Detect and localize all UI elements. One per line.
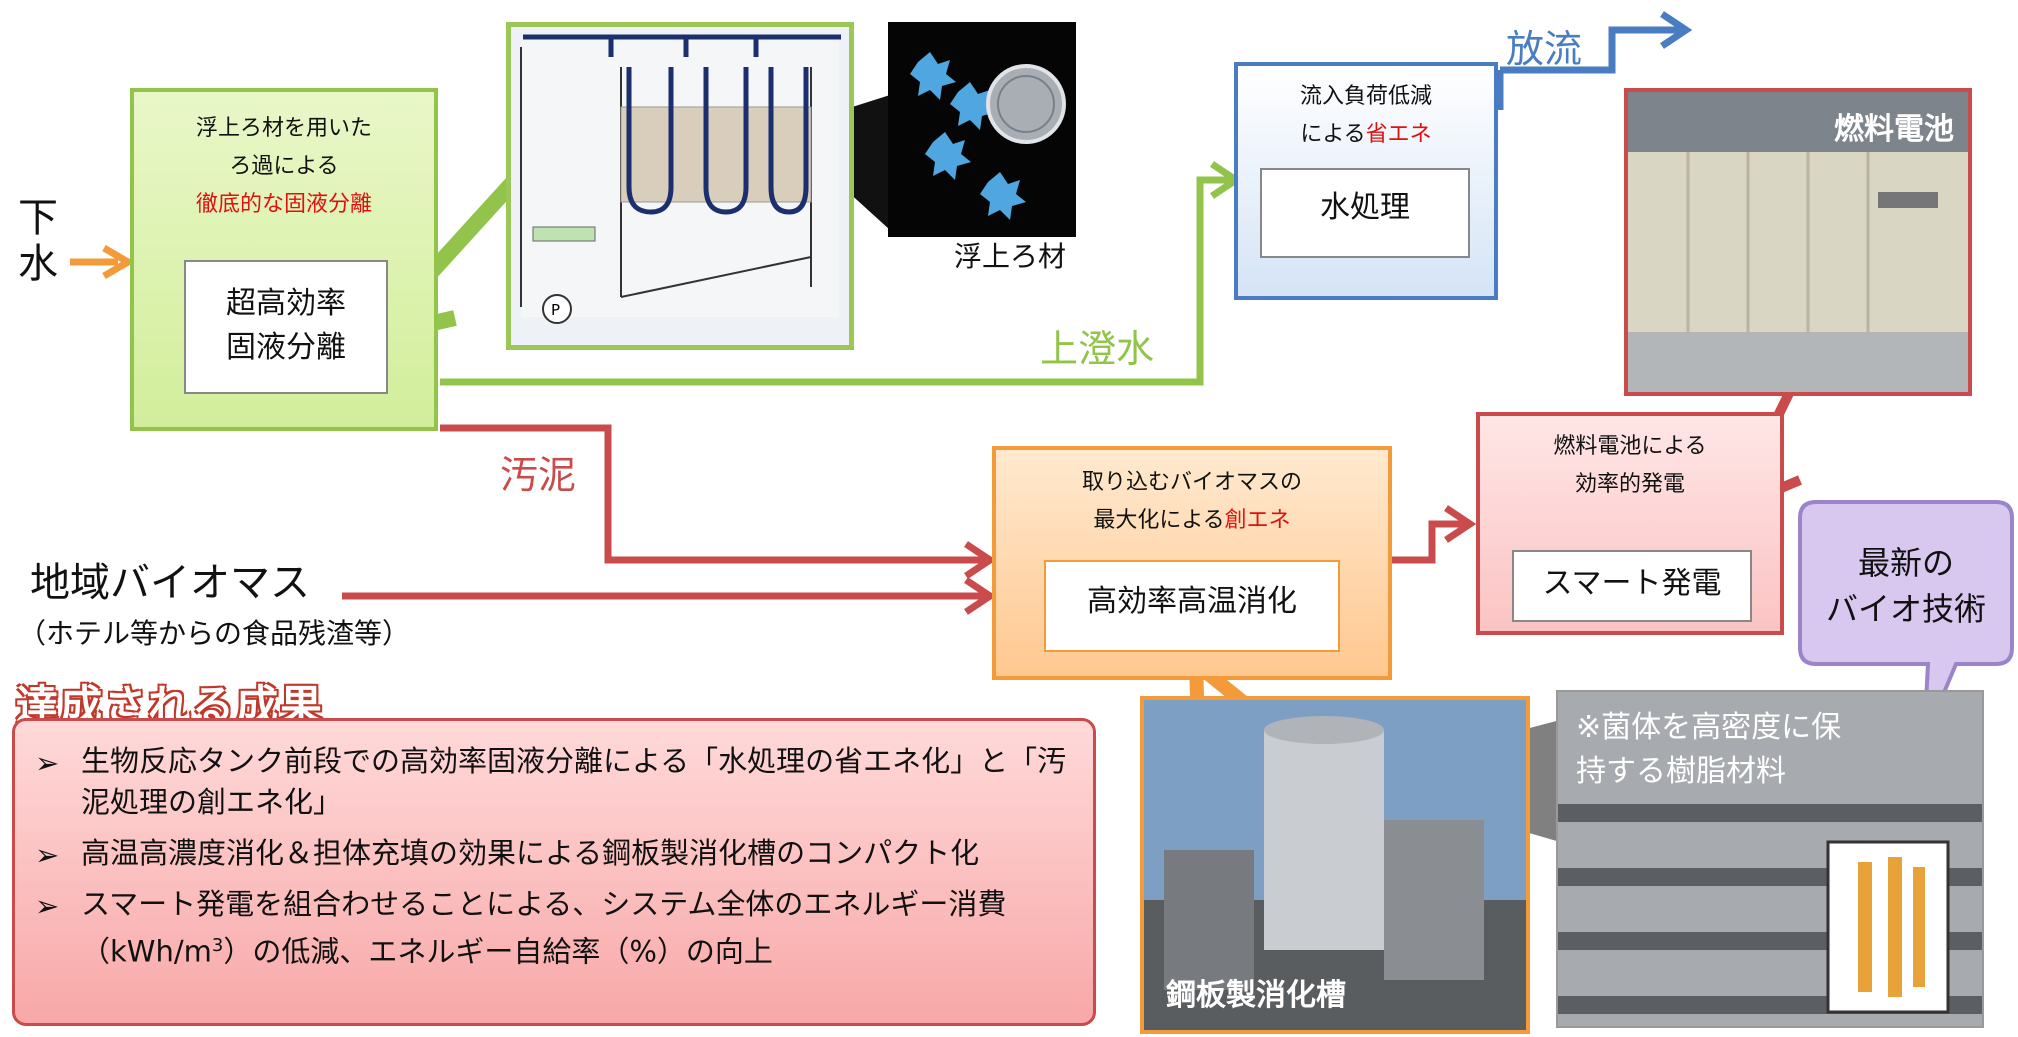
digestion-highlight: 創エネ xyxy=(1224,508,1291,533)
power-generation-box: 燃料電池による 効率的発電 スマート発電 xyxy=(1476,412,1784,635)
digester-image xyxy=(1144,700,1526,1030)
power-inner-text: スマート発電 xyxy=(1542,566,1722,601)
separation-description-line1: 浮上ろ材を用いた xyxy=(195,116,372,141)
results-item-2: ➢ 高温高濃度消化＆担体充填の効果による鋼板製消化槽のコンパクト化 xyxy=(15,833,1077,874)
resin-photo-label: ※菌体を高密度に保 持する樹脂材料 xyxy=(1576,710,1842,789)
results-item-1-text: 生物反応タンク前段での高効率固液分離による「水処理の省エネ化」と「汚泥処理の創エ… xyxy=(81,744,1067,819)
fuel-cell-photo: 燃料電池 xyxy=(1624,88,1972,396)
digestion-inner-text: 高効率高温消化 xyxy=(1087,584,1297,619)
sewage-input-label: 下 水 xyxy=(18,195,58,287)
sludge-label: 汚泥 xyxy=(500,453,577,497)
svg-text:P: P xyxy=(551,301,560,319)
results-item-3: ➢ スマート発電を組合わせることによる、システム全体のエネルギー消費（kWh/m… xyxy=(15,884,1077,973)
power-description-line2: 効率的発電 xyxy=(1574,472,1685,497)
callout-text: 最新の バイオ技術 xyxy=(1825,544,1986,628)
fuel-cell-image xyxy=(1628,92,1968,392)
results-item-3-suffix: ）の低減、エネルギー自給率（%）の向上 xyxy=(223,934,773,969)
digester-photo-label: 鋼板製消化槽 xyxy=(1166,978,1346,1013)
water-treatment-line2-prefix: による xyxy=(1300,122,1366,147)
water-treatment-inner-text: 水処理 xyxy=(1320,190,1410,225)
discharge-label: 放流 xyxy=(1506,27,1583,71)
results-item-2-text: 高温高濃度消化＆担体充填の効果による鋼板製消化槽のコンパクト化 xyxy=(81,836,980,870)
resin-rack-image xyxy=(1558,692,1982,1026)
results-item-1: ➢ 生物反応タンク前段での高効率固液分離による「水処理の省エネ化」と「汚泥処理の… xyxy=(15,741,1077,823)
fuel-cell-photo-label: 燃料電池 xyxy=(1834,112,1954,147)
separation-highlight: 徹底的な固液分離 xyxy=(195,192,372,217)
power-inner-label: スマート発電 xyxy=(1512,550,1752,622)
separation-description-line2: ろ過による xyxy=(229,154,339,179)
sewage-input-arrow xyxy=(70,244,135,280)
flotation-filter-diagram: P xyxy=(506,22,854,350)
digestion-line2-prefix: 最大化による xyxy=(1093,508,1225,533)
biogas-flow-line xyxy=(1388,505,1477,564)
water-treatment-description-line2: による省エネ xyxy=(1238,116,1494,154)
resin-material-photo: ※菌体を高密度に保 持する樹脂材料 xyxy=(1556,690,1984,1028)
regional-biomass-note: （ホテル等からの食品残渣等） xyxy=(18,617,411,650)
separation-inner-label: 超高効率 固液分離 xyxy=(184,260,388,394)
results-item-3-prefix: スマート発電を組合わせることによる、システム全体のエネルギー消費（kWh/m xyxy=(81,887,1007,969)
supernatant-label: 上澄水 xyxy=(1040,327,1155,371)
water-treatment-description-line1: 流入負荷低減 xyxy=(1299,84,1432,109)
arrow-bullet-icon: ➢ xyxy=(35,746,60,780)
filter-schematic: P xyxy=(520,34,841,324)
filter-media-caption: 浮上ろ材 xyxy=(954,240,1067,273)
steel-digester-photo: 鋼板製消化槽 xyxy=(1140,696,1530,1034)
digestion-inner-label: 高効率高温消化 xyxy=(1044,560,1340,652)
latest-bio-technology-callout: 最新の バイオ技術 xyxy=(1796,500,2016,741)
results-panel: ➢ 生物反応タンク前段での高効率固液分離による「水処理の省エネ化」と「汚泥処理の… xyxy=(12,718,1096,1026)
discharge-flow-line xyxy=(1496,11,1693,110)
arrow-bullet-icon: ➢ xyxy=(35,838,60,872)
digestion-description-line2: 最大化による創エネ xyxy=(996,502,1388,540)
arrow-bullet-icon: ➢ xyxy=(35,889,60,923)
sludge-flow-line xyxy=(440,424,997,579)
results-item-3-superscript: 3 xyxy=(211,935,224,956)
regional-biomass-label: 地域バイオマス xyxy=(30,560,310,606)
filter-media-photo xyxy=(888,22,1076,237)
solid-liquid-separation-box: 浮上ろ材を用いた ろ過による 徹底的な固液分離 超高効率 固液分離 xyxy=(130,88,438,431)
water-treatment-box: 流入負荷低減 による省エネ 水処理 xyxy=(1234,62,1498,300)
water-treatment-inner-label: 水処理 xyxy=(1260,168,1470,258)
water-treatment-highlight: 省エネ xyxy=(1365,122,1432,147)
filter-media-image xyxy=(910,52,1066,220)
digestion-description-line1: 取り込むバイオマスの xyxy=(1081,470,1302,495)
power-description-line1: 燃料電池による xyxy=(1553,434,1707,459)
digestion-box: 取り込むバイオマスの 最大化による創エネ 高効率高温消化 xyxy=(992,446,1392,680)
results-list: ➢ 生物反応タンク前段での高効率固液分離による「水処理の省エネ化」と「汚泥処理の… xyxy=(15,741,1077,973)
separation-inner-text: 超高効率 固液分離 xyxy=(226,286,346,365)
biomass-flow-line xyxy=(342,577,997,615)
